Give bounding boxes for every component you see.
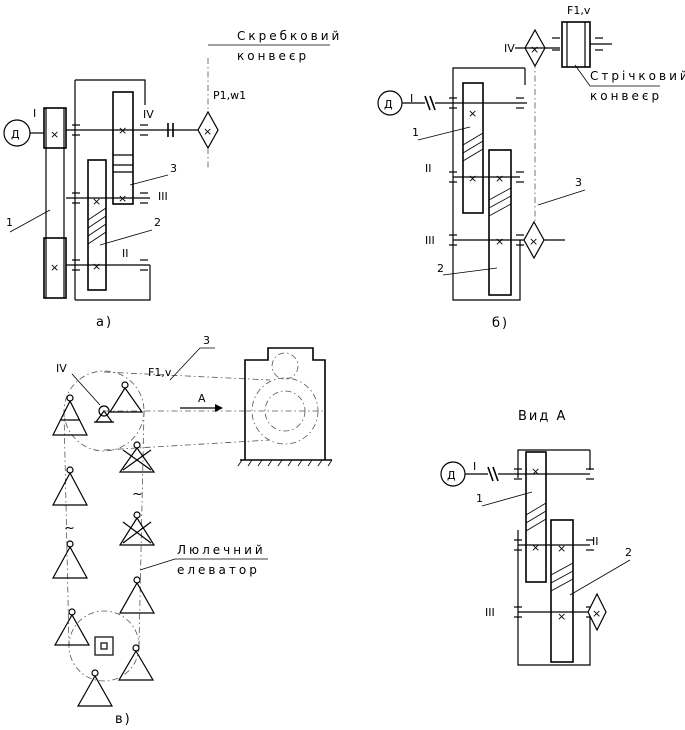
svg-text:×: ×: [468, 107, 477, 120]
conveyor-name-a-2: конвеєр: [237, 49, 309, 63]
arrow-A: A: [198, 392, 206, 405]
gear-upper-view-a: [525, 451, 547, 583]
part-1-view-a: 1: [476, 492, 483, 505]
view-a: Вид А Д × × × ×: [440, 409, 632, 666]
gearbox-c: [244, 347, 326, 460]
bucket-group: [51, 381, 156, 707]
tilde-left: ~: [64, 521, 77, 536]
shaft-I-view-a: I: [473, 460, 476, 473]
part-2-b: 2: [437, 262, 444, 275]
svg-text:×: ×: [203, 125, 212, 138]
svg-text:×: ×: [531, 465, 540, 478]
svg-text:×: ×: [118, 124, 127, 137]
elevator-name-1: Люлечний: [177, 543, 266, 557]
tilde-right: ~: [132, 487, 145, 502]
shaft-I-a: I: [33, 107, 36, 120]
part-3-c: 3: [203, 334, 210, 347]
svg-text:×: ×: [50, 261, 59, 274]
belt-drum-b: [561, 21, 591, 68]
svg-text:×: ×: [92, 260, 101, 273]
caption-a: а): [96, 315, 113, 330]
diagram-a: Д × × × × × ×: [3, 29, 342, 330]
svg-text:×: ×: [468, 172, 477, 185]
motor-view-a-label: Д: [447, 469, 456, 482]
part-3-b: 3: [575, 176, 582, 189]
force-label-c: F1,v: [148, 366, 172, 379]
gear-upper-b: [462, 82, 484, 214]
shaft-III-a: III: [158, 190, 168, 203]
gear-lower-b: [488, 149, 512, 296]
svg-text:×: ×: [50, 128, 59, 141]
conveyor-name-b-2: конвеєр: [590, 89, 662, 103]
shaft-II-b: II: [425, 162, 432, 175]
svg-text:×: ×: [531, 541, 540, 554]
elevator-name-2: елеватор: [177, 563, 260, 577]
diagram-b: Д × × × × ×: [377, 4, 685, 331]
view-a-title: Вид А: [518, 409, 567, 424]
part-3-a: 3: [170, 162, 177, 175]
conveyor-name-b-1: Стрічковий: [590, 69, 685, 83]
force-label-a: P1,w1: [213, 89, 246, 102]
shaft-IV-c: IV: [56, 362, 67, 375]
shaft-III-view-a: III: [485, 606, 495, 619]
part-2-a: 2: [154, 216, 161, 229]
caption-c: в): [115, 712, 132, 727]
diagram-c: ~ ~ A IV F1,v 3 Люлечний елеватор в): [51, 334, 333, 727]
motor-a-label: Д: [11, 128, 20, 141]
svg-text:×: ×: [495, 235, 504, 248]
svg-text:×: ×: [557, 610, 566, 623]
caption-b: б): [492, 316, 509, 331]
shaft-IV-a: IV: [143, 108, 154, 121]
shaft-II-a: II: [122, 247, 129, 260]
sprocket-b-lower: [523, 220, 545, 260]
shaft-II-view-a: II: [592, 535, 599, 548]
force-label-b: F1,v: [567, 4, 591, 17]
shaft-III-b: III: [425, 234, 435, 247]
part-1-b: 1: [412, 126, 419, 139]
sprocket-view-a: [587, 592, 607, 632]
shaft-IV-b: IV: [504, 42, 515, 55]
svg-text:×: ×: [557, 542, 566, 555]
gear-upper-a: [112, 91, 134, 205]
belt-pulley-top-a: [43, 107, 67, 149]
svg-text:×: ×: [592, 607, 601, 620]
svg-text:×: ×: [530, 43, 539, 56]
svg-text:×: ×: [92, 195, 101, 208]
motor-b-label: Д: [384, 98, 393, 111]
part-2-view-a: 2: [625, 546, 632, 559]
svg-text:×: ×: [529, 235, 538, 248]
svg-text:×: ×: [495, 172, 504, 185]
gear-lower-a: [87, 159, 107, 291]
belt-pulley-bottom-a: [43, 237, 67, 299]
conveyor-name-a-1: Скребковий: [237, 29, 342, 43]
shaft-I-b: I: [410, 92, 413, 105]
part-1-a: 1: [6, 216, 13, 229]
